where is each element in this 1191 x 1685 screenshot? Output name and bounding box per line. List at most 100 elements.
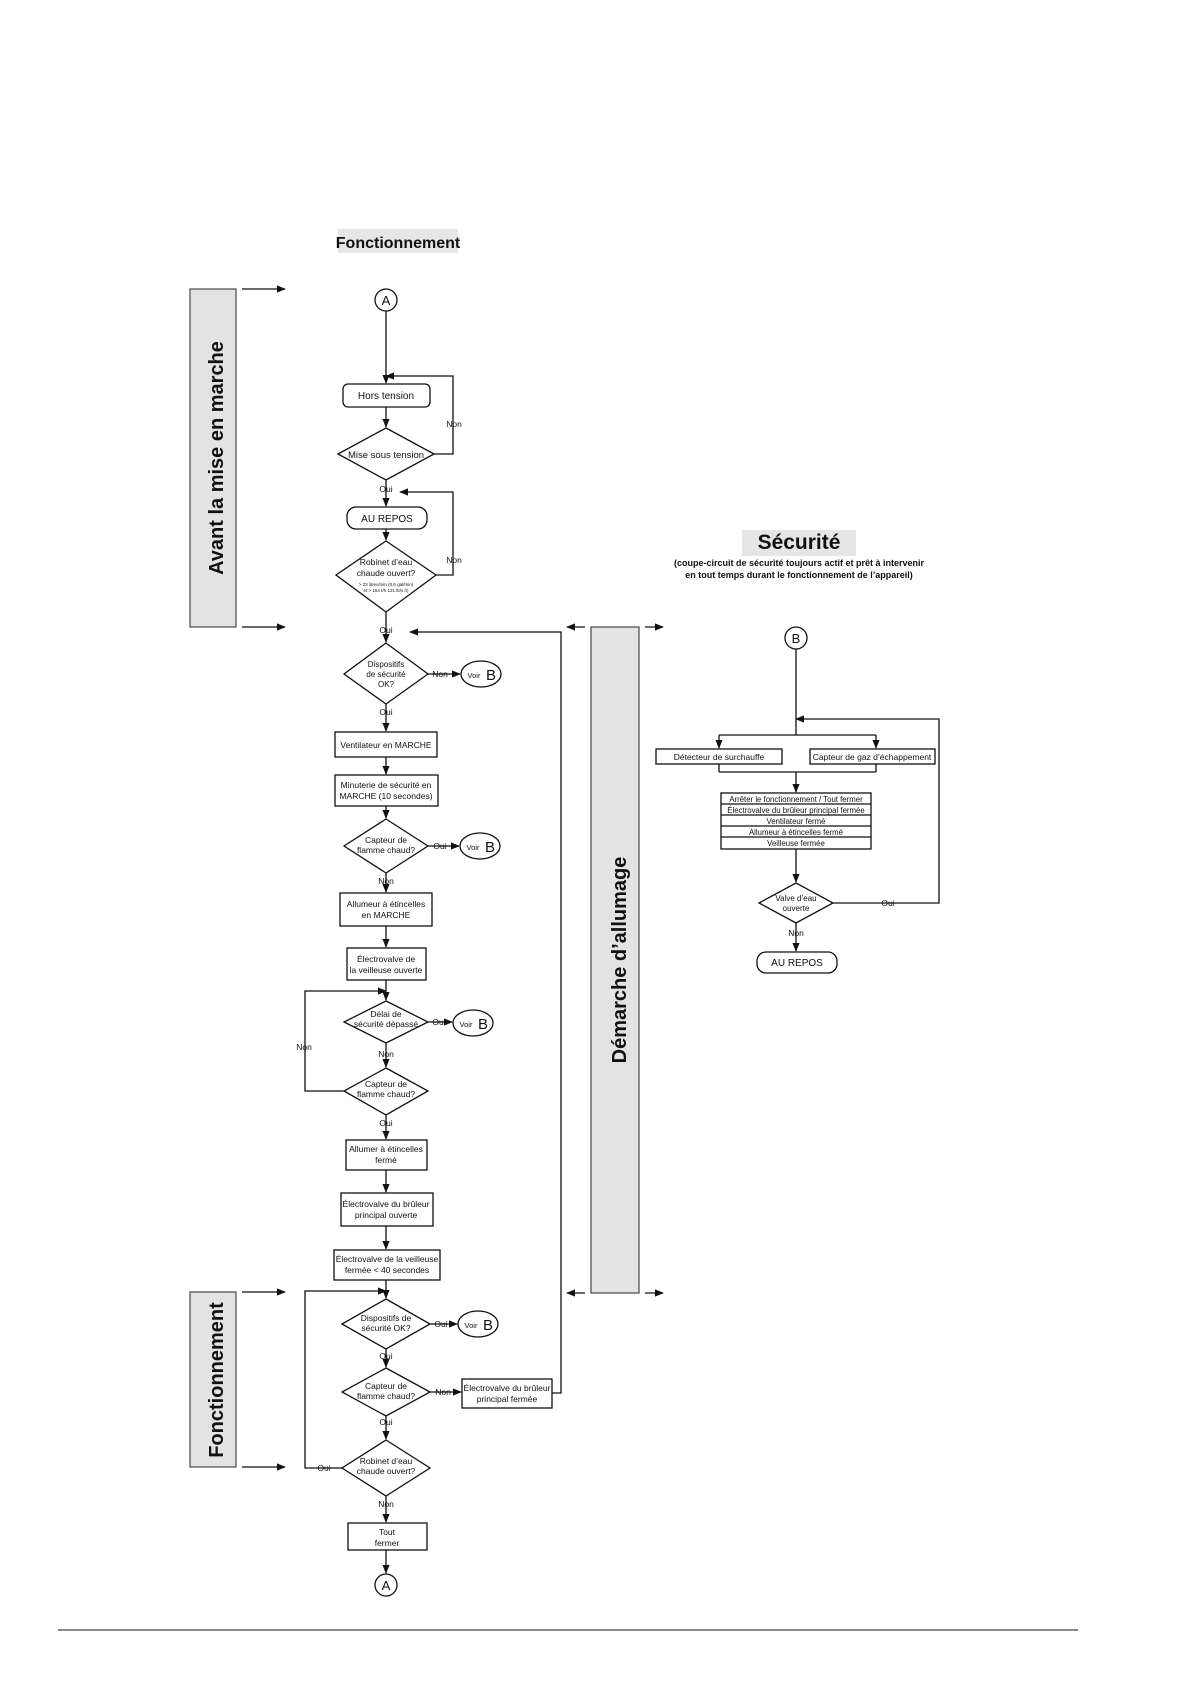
securite-subtitle-line-1: (coupe-circuit de sécurité toujours acti… xyxy=(674,558,925,568)
action-item: Allumeur à étincelles fermé xyxy=(749,828,843,837)
robinet-1-line-3: > 23 litres/min (0,6 gal/min) xyxy=(359,582,414,587)
oui-label: Oui xyxy=(379,1351,392,1361)
capteur-gaz-label: Capteur de gaz d’échappement xyxy=(813,752,932,762)
electrovalve-bpf-line-2: principal fermée xyxy=(477,1394,538,1404)
dispositifs-1-line-3: OK? xyxy=(378,680,395,689)
dispositifs-2-line-2: sécurité OK? xyxy=(361,1323,410,1333)
voir-label: Voir xyxy=(468,671,481,680)
capteur-1-line-1: Capteur de xyxy=(365,835,407,845)
non-label: Non xyxy=(446,419,462,429)
capteur-3-line-1: Capteur de xyxy=(365,1381,407,1391)
dispositifs-2-line-1: Dispositifs de xyxy=(361,1313,412,1323)
capteur-1-line-2: flamme chaud? xyxy=(357,845,415,855)
voir-label: Voir xyxy=(467,843,480,852)
non-label: Non xyxy=(432,669,448,679)
non-label: Non xyxy=(378,876,394,886)
voir-label: Voir xyxy=(465,1321,478,1330)
voir-b-2 xyxy=(459,832,501,860)
electrovalve-bruleur-ouverte-box xyxy=(340,1192,434,1227)
valve-line-2: ouverte xyxy=(783,904,810,913)
voir-b-3 xyxy=(452,1009,494,1037)
minuterie-line-2: MARCHE (10 secondes) xyxy=(339,791,432,801)
action-item: Veilleuse fermée xyxy=(767,839,825,848)
non-label: Non xyxy=(446,555,462,565)
securite-title-highlight xyxy=(742,530,856,556)
voir-b-letter: B xyxy=(478,1016,488,1033)
hors-tension-label: Hors tension xyxy=(358,391,414,402)
band-avant-label: Avant la mise en marche xyxy=(206,341,228,575)
connector-a-top-label: A xyxy=(382,293,391,308)
connector-a-bottom xyxy=(374,1573,398,1597)
oui-label: Oui xyxy=(379,707,392,717)
tout-fermer-box xyxy=(347,1522,428,1551)
connector-a-bottom-label: A xyxy=(382,1578,391,1593)
action-item: Arrêter le fonctionnement / Tout fermer xyxy=(729,795,863,804)
voir-b-letter: B xyxy=(485,839,495,856)
capteur-2-line-2: flamme chaud? xyxy=(357,1089,415,1099)
mise-sous-tension-label: Mise sous tension xyxy=(348,450,424,461)
tout-fermer-line-1: Tout xyxy=(379,1527,396,1537)
title-highlight xyxy=(338,229,458,253)
oui-label: Oui xyxy=(881,898,894,908)
allumer-line-2: fermé xyxy=(375,1155,397,1165)
electrovalve-bpf-line-1: Électrovalve du brûleur xyxy=(464,1383,551,1393)
robinet-2-line-2: chaude ouvert? xyxy=(357,1466,416,1476)
voir-b-4 xyxy=(457,1310,499,1338)
band-fonctionnement: Fonctionnement xyxy=(189,1288,286,1471)
action-item: Ventilateur fermé xyxy=(767,817,826,826)
oui-label: Oui xyxy=(379,484,392,494)
securite-subtitle-line-2: en tout temps durant le fonctionnement d… xyxy=(685,570,913,580)
action-item: Électrovalve du brûleur principal fermée xyxy=(727,806,864,815)
dispositifs-1-line-1: Dispositifs xyxy=(368,660,404,669)
minuterie-box xyxy=(334,774,439,807)
valve-eau-decision xyxy=(757,882,835,924)
allumeur-marche-box xyxy=(339,892,433,927)
voir-label: Voir xyxy=(460,1020,473,1029)
non-label: Non xyxy=(788,928,804,938)
electrovalve-bp-line-2: principal ouverte xyxy=(355,1210,418,1220)
electrovalve-vf-line-1: Électrovalve de la veilleuse xyxy=(336,1254,439,1264)
securite-au-repos-box xyxy=(756,951,838,974)
dispositifs-1-line-2: de sécurité xyxy=(366,670,406,679)
voir-b-letter: B xyxy=(486,667,496,684)
voir-b-1 xyxy=(460,660,502,688)
electrovalve-veilleuse-line-1: Électrovalve de xyxy=(357,954,415,964)
capteur-3-line-2: flamme chaud? xyxy=(357,1391,415,1401)
robinet-1-line-1: Robinet d’eau xyxy=(360,557,413,567)
tout-fermer-line-2: fermer xyxy=(375,1538,400,1548)
connector-b-label: B xyxy=(792,631,801,646)
band-demarche-label: Démarche d’allumage xyxy=(609,857,631,1064)
electrovalve-veilleuse-fermee-box xyxy=(333,1249,441,1281)
voir-b-letter: B xyxy=(483,1317,493,1334)
capteur-gaz-box xyxy=(809,748,936,765)
ventilateur-label: Ventilateur en MARCHE xyxy=(340,740,432,750)
non-label: Non xyxy=(296,1042,312,1052)
au-repos-label: AU REPOS xyxy=(361,514,413,525)
allumer-ferme-box xyxy=(345,1139,428,1171)
electrovalve-bp-line-1: Électrovalve du brûleur xyxy=(343,1199,430,1209)
robinet-2-line-1: Robinet d’eau xyxy=(360,1456,413,1466)
electrovalve-veilleuse-line-2: la veilleuse ouverte xyxy=(350,965,423,975)
securite-title: Sécurité xyxy=(758,531,841,554)
non-label: Non xyxy=(435,1387,451,1397)
delai-line-2: sécurité dépassé xyxy=(354,1019,419,1029)
allumeur-line-2: en MARCHE xyxy=(362,910,411,920)
minuterie-line-1: Minuterie de sécurité en xyxy=(341,780,432,790)
oui-label: Oui xyxy=(432,1017,445,1027)
ventilateur-box xyxy=(334,731,438,758)
detecteur-label: Détecteur de surchauffe xyxy=(674,752,765,762)
valve-line-1: Valve d’eau xyxy=(775,894,816,903)
band-fonctionnement-label: Fonctionnement xyxy=(206,1302,228,1458)
actions-list: Arrêter le fonctionnement / Tout fermer … xyxy=(720,792,872,850)
allumer-line-1: Allumer à étincelles xyxy=(349,1144,423,1154)
capteur-2-line-1: Capteur de xyxy=(365,1079,407,1089)
non-label: Non xyxy=(378,1499,394,1509)
robinet-1-line-4: et > 154 t/h 121 lb/s h) xyxy=(364,588,409,593)
band-avant: Avant la mise en marche xyxy=(189,285,286,631)
oui-label: Oui xyxy=(434,1319,447,1329)
allumeur-line-1: Allumeur à étincelles xyxy=(347,899,425,909)
electrovalve-bruleur-fermee-box xyxy=(461,1378,553,1409)
oui-label: Oui xyxy=(379,1118,392,1128)
robinet-1-line-2: chaude ouvert? xyxy=(357,568,416,578)
